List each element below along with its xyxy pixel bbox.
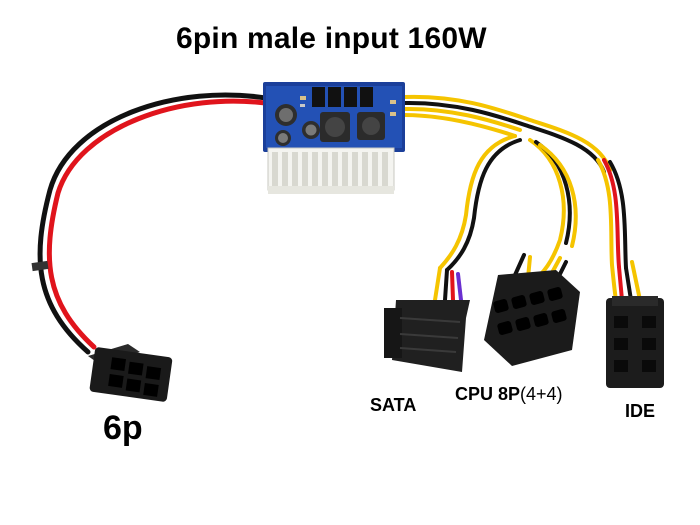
cpu-8p-connector: [484, 270, 580, 366]
output-wires: [402, 94, 642, 302]
atx-24pin-connector: [267, 147, 395, 194]
cable-tie: [31, 260, 49, 272]
product-title: 6pin male input 160W: [176, 22, 487, 55]
input-connector-label: 6p: [103, 409, 143, 447]
cpu-8p-label: CPU 8P(4+4): [455, 384, 563, 405]
cpu-8p-label-suffix: (4+4): [520, 384, 563, 404]
6p-connector: [88, 344, 173, 402]
sata-label: SATA: [370, 395, 417, 415]
input-cable: [37, 92, 275, 355]
pcb-board: [263, 82, 405, 152]
sata-connector: [384, 300, 470, 372]
ide-label: IDE: [625, 401, 656, 421]
cpu-8p-label-main: CPU 8P: [455, 384, 521, 404]
ide-molex-connector: [606, 296, 664, 388]
